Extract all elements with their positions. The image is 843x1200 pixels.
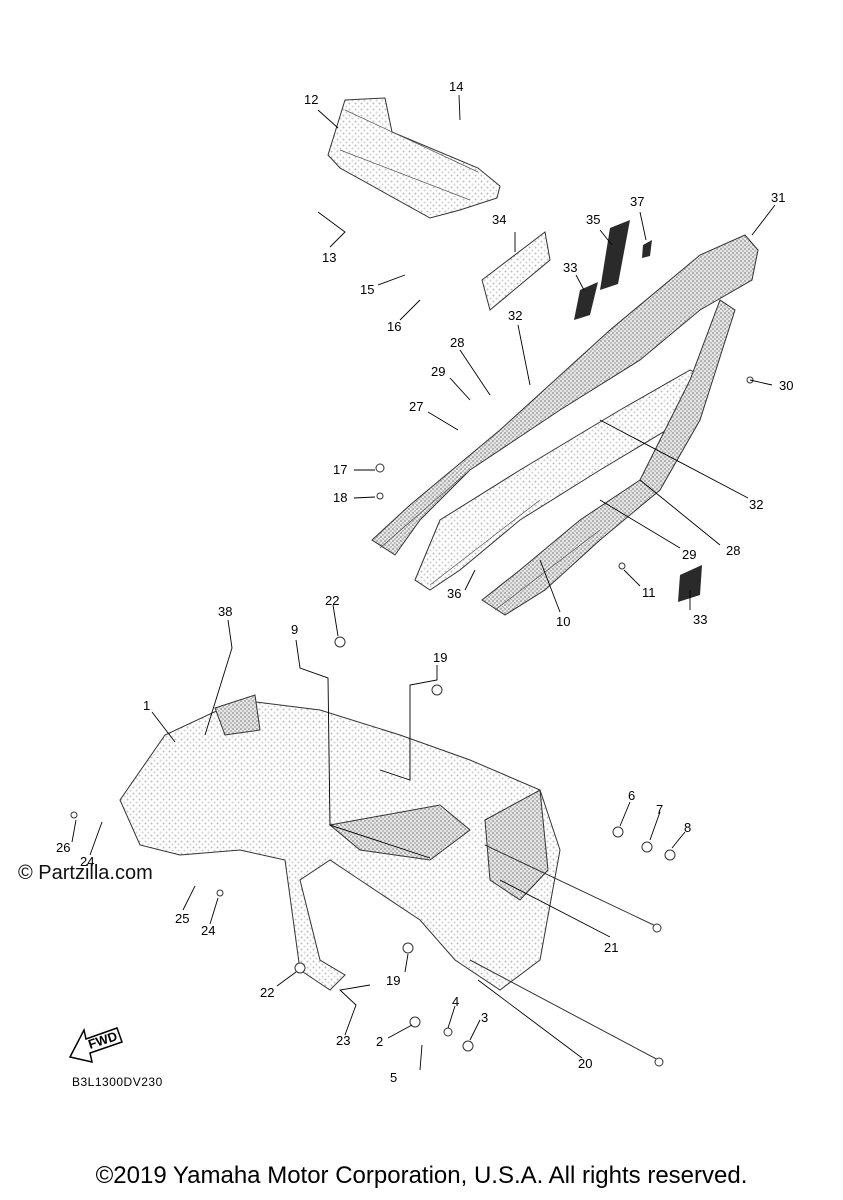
leader-lines [71, 94, 776, 1071]
callout-24b: 24 [201, 923, 215, 938]
callout-31: 31 [771, 190, 785, 205]
fwd-arrow-icon: FWD [68, 1027, 123, 1063]
callout-8: 8 [684, 820, 691, 835]
watermark: © Partzilla.com [18, 862, 153, 884]
callout-19b: 19 [386, 973, 400, 988]
callout-14: 14 [449, 79, 463, 94]
callout-36: 36 [447, 586, 461, 601]
callout-33b: 33 [693, 612, 707, 627]
callout-12: 12 [304, 92, 318, 107]
callout-10: 10 [556, 614, 570, 629]
callout-11: 11 [642, 585, 656, 600]
sub-frame-part [119, 694, 561, 991]
callout-30: 30 [779, 378, 793, 393]
callout-3: 3 [481, 1010, 488, 1025]
callout-2: 2 [376, 1034, 383, 1049]
copyright-notice: ©2019 Yamaha Motor Corporation, U.S.A. A… [95, 1162, 748, 1189]
callout-19a: 19 [433, 650, 447, 665]
main-frame-part [371, 234, 759, 616]
callout-16: 16 [387, 319, 401, 334]
callout-32b: 32 [749, 497, 763, 512]
callout-1: 1 [143, 698, 150, 713]
callout-15: 15 [360, 282, 374, 297]
callout-32a: 32 [508, 308, 522, 323]
rear-bracket-part [327, 97, 501, 219]
callout-5: 5 [390, 1070, 397, 1085]
callout-26: 26 [56, 840, 70, 855]
axle-rods [469, 844, 664, 1067]
callout-27: 27 [409, 399, 423, 414]
callout-25: 25 [175, 911, 189, 926]
callout-22a: 22 [325, 593, 339, 608]
callout-18: 18 [333, 490, 347, 505]
callout-23: 23 [336, 1033, 350, 1048]
diagram-code: B3L1300DV230 [72, 1075, 163, 1089]
callout-35: 35 [586, 212, 600, 227]
callout-37: 37 [630, 194, 644, 209]
callout-33a: 33 [563, 260, 577, 275]
callout-6: 6 [628, 788, 635, 803]
callout-labels: 1 2 3 4 5 6 7 8 9 10 11 12 13 14 15 16 1… [56, 79, 793, 1085]
callout-20: 20 [578, 1056, 592, 1071]
callout-7: 7 [656, 802, 663, 817]
decals [481, 220, 702, 602]
callout-28b: 28 [726, 543, 740, 558]
callout-21: 21 [604, 940, 618, 955]
callout-28a: 28 [450, 335, 464, 350]
callout-29b: 29 [682, 547, 696, 562]
callout-4: 4 [452, 994, 459, 1009]
callout-38: 38 [218, 604, 232, 619]
callout-29a: 29 [431, 364, 445, 379]
callout-34: 34 [492, 212, 506, 227]
fasteners [70, 376, 754, 1052]
callout-24a: 24 [80, 854, 94, 869]
callout-17: 17 [333, 462, 347, 477]
callout-13: 13 [322, 250, 336, 265]
callout-9: 9 [291, 622, 298, 637]
callout-22b: 22 [260, 985, 274, 1000]
